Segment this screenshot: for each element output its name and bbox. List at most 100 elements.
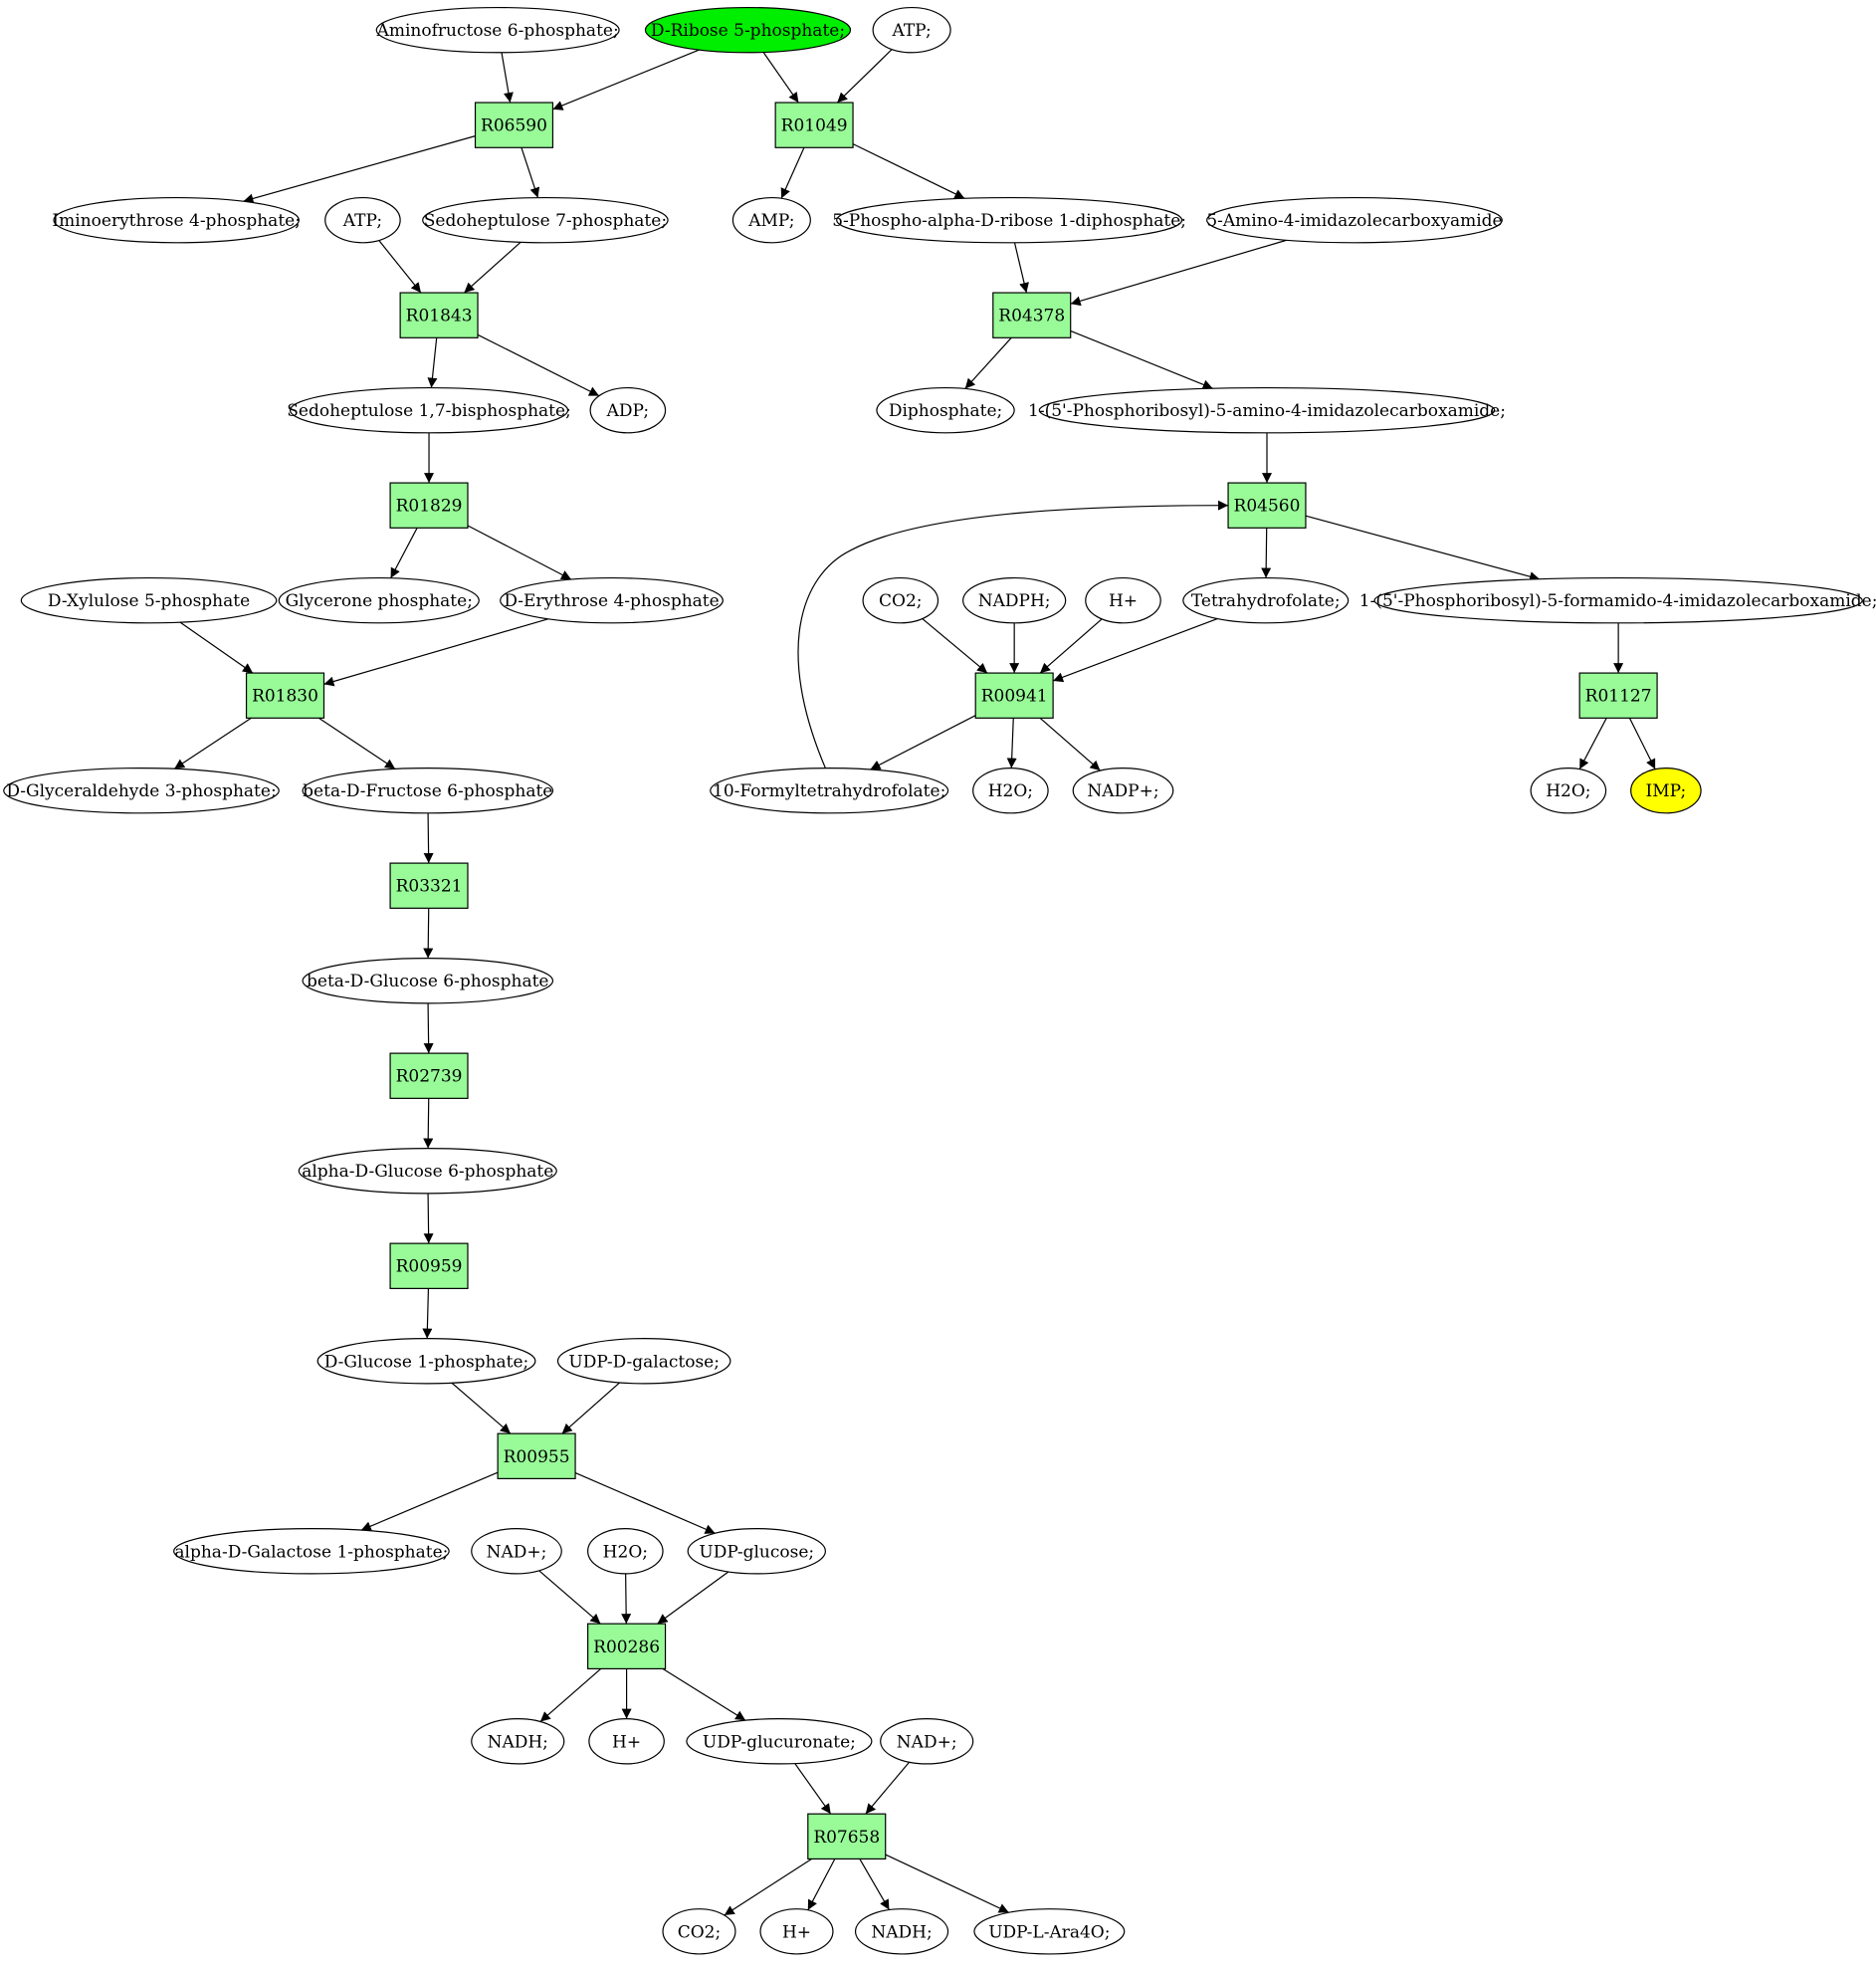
compound-node-amp[interactable]: AMP; bbox=[731, 196, 811, 244]
compound-node-aglc6p[interactable]: alpha-D-Glucose 6-phosphate bbox=[298, 1148, 557, 1195]
compound-node-udpgal[interactable]: UDP-D-galactose; bbox=[556, 1338, 731, 1385]
compound-node-adp[interactable]: ADP; bbox=[589, 386, 667, 434]
compound-ellipse bbox=[687, 1528, 826, 1575]
compound-node-h2o2[interactable]: H2O; bbox=[1530, 766, 1607, 814]
edge-r01830-to-g3p bbox=[173, 717, 252, 769]
compound-label: alpha-D-Galactose 1-phosphate; bbox=[174, 1542, 448, 1562]
compound-label: NADH; bbox=[488, 1732, 548, 1752]
edge-xylulose5p-to-r01830 bbox=[179, 621, 254, 674]
reaction-node-r02739[interactable]: R02739 bbox=[389, 1052, 469, 1099]
compound-node-udpglc[interactable]: UDP-glucose; bbox=[687, 1528, 826, 1575]
edge-r01127-to-h2o2 bbox=[1578, 718, 1607, 769]
compound-node-hplus1[interactable]: H+ bbox=[1085, 576, 1161, 624]
compound-node-hplus3[interactable]: H+ bbox=[759, 1908, 834, 1955]
compound-node-udpara4o[interactable]: UDP-L-Ara4O; bbox=[973, 1908, 1126, 1955]
compound-node-h2o3[interactable]: H2O; bbox=[587, 1528, 664, 1575]
compound-node-xylulose5p[interactable]: D-Xylulose 5-phosphate bbox=[20, 576, 278, 624]
reaction-node-r03321[interactable]: R03321 bbox=[389, 862, 469, 909]
compound-ellipse bbox=[1182, 576, 1350, 624]
compound-node-iminoerythrose[interactable]: Iminoerythrose 4-phosphate; bbox=[52, 196, 301, 244]
compound-node-aica[interactable]: 5-Amino-4-imidazolecarboxyamide bbox=[1206, 196, 1503, 244]
compound-ellipse bbox=[1373, 576, 1863, 624]
compound-node-co2b[interactable]: CO2; bbox=[662, 1908, 736, 1955]
compound-node-sedo7p[interactable]: Sedoheptulose 7-phosphate; bbox=[422, 196, 669, 244]
compound-node-erythrose4p[interactable]: D-Erythrose 4-phosphate bbox=[500, 576, 724, 624]
compound-label: UDP-glucose; bbox=[699, 1542, 814, 1562]
edge-r04560-to-thf bbox=[1261, 528, 1272, 578]
compound-node-diphosphate[interactable]: Diphosphate; bbox=[876, 386, 1015, 434]
reaction-node-r07658[interactable]: R07658 bbox=[807, 1813, 887, 1861]
compound-ellipse bbox=[500, 576, 724, 624]
compound-node-glyceronep[interactable]: Glycerone phosphate; bbox=[278, 576, 480, 624]
edge-r06590-to-iminoerythrose bbox=[243, 135, 476, 204]
compound-label: UDP-glucuronate; bbox=[703, 1732, 856, 1752]
reaction-node-r01843[interactable]: R01843 bbox=[399, 292, 479, 338]
compound-label: Tetrahydrofolate; bbox=[1191, 591, 1341, 611]
compound-ellipse bbox=[302, 958, 554, 1004]
compound-node-thf[interactable]: Tetrahydrofolate; bbox=[1182, 576, 1350, 624]
compound-label: CO2; bbox=[879, 591, 923, 611]
compound-node-udpglcua[interactable]: UDP-glucuronate; bbox=[686, 1718, 873, 1765]
reaction-node-r06590[interactable]: R06590 bbox=[474, 102, 554, 148]
compound-node-nadph[interactable]: NADPH; bbox=[962, 576, 1067, 624]
compound-ellipse bbox=[854, 1908, 949, 1955]
reaction-node-r04560[interactable]: R04560 bbox=[1227, 482, 1307, 529]
compound-node-nadh1[interactable]: NADH; bbox=[471, 1718, 565, 1765]
reaction-node-r00955[interactable]: R00955 bbox=[497, 1432, 576, 1479]
compound-node-nad2[interactable]: NAD+; bbox=[880, 1718, 974, 1765]
compound-node-sedo17bp[interactable]: Sedoheptulose 1,7-bisphosphate; bbox=[287, 386, 571, 434]
edge-atp1-to-r01049 bbox=[836, 49, 893, 104]
compound-node-nadp[interactable]: NADP+; bbox=[1072, 766, 1174, 814]
compound-node-prpp[interactable]: 5-Phospho-alpha-D-ribose 1-diphosphate; bbox=[832, 196, 1186, 244]
compound-node-nad1[interactable]: NAD+; bbox=[471, 1528, 562, 1575]
edge-r07658-to-udpara4o bbox=[885, 1854, 1009, 1913]
compound-node-co2a[interactable]: CO2; bbox=[862, 576, 939, 624]
edge-r01049-to-prpp bbox=[852, 143, 965, 199]
compound-node-bfru6p[interactable]: beta-D-Fructose 6-phosphate bbox=[302, 766, 554, 814]
compound-node-atp2[interactable]: ATP; bbox=[324, 196, 401, 244]
edge-atp2-to-r01843 bbox=[378, 240, 422, 294]
compound-ellipse bbox=[471, 1528, 562, 1575]
compound-node-formylthf[interactable]: 10-Formyltetrahydrofolate; bbox=[710, 766, 949, 814]
compound-node-faicar[interactable]: 1-(5'-Phosphoribosyl)-5-formamido-4-imid… bbox=[1359, 576, 1876, 624]
compound-label: 1-(5'-Phosphoribosyl)-5-amino-4-imidazol… bbox=[1028, 401, 1506, 421]
edge-r01843-to-sedo17bp bbox=[427, 337, 438, 388]
compound-label: 5-Phospho-alpha-D-ribose 1-diphosphate; bbox=[832, 211, 1186, 231]
compound-label: Glycerone phosphate; bbox=[286, 591, 473, 611]
compound-label: AMP; bbox=[747, 211, 794, 231]
compound-ellipse bbox=[589, 386, 667, 434]
reaction-node-r00959[interactable]: R00959 bbox=[389, 1242, 469, 1289]
compound-node-bglc6p[interactable]: beta-D-Glucose 6-phosphate bbox=[302, 958, 554, 1004]
reaction-box bbox=[389, 862, 469, 909]
edge-r00286-to-udpglcua bbox=[662, 1667, 746, 1721]
compound-node-g3p[interactable]: D-Glyceraldehyde 3-phosphate; bbox=[3, 766, 280, 814]
compound-node-hplus2[interactable]: H+ bbox=[588, 1718, 665, 1765]
compound-node-glc1p[interactable]: D-Glucose 1-phosphate; bbox=[316, 1338, 536, 1385]
reaction-node-r01829[interactable]: R01829 bbox=[389, 482, 469, 529]
compound-ellipse bbox=[1630, 766, 1702, 814]
compound-label: UDP-D-galactose; bbox=[568, 1352, 720, 1372]
reaction-node-r04378[interactable]: R04378 bbox=[992, 292, 1072, 338]
compound-node-gal1p[interactable]: alpha-D-Galactose 1-phosphate; bbox=[173, 1528, 450, 1575]
compound-node-nadh2[interactable]: NADH; bbox=[854, 1908, 949, 1955]
compound-node-h2o1[interactable]: H2O; bbox=[972, 766, 1049, 814]
reaction-label: R00959 bbox=[396, 1257, 463, 1277]
compound-node-aminofructose[interactable]: Aminofructose 6-phosphate; bbox=[376, 6, 620, 54]
edge-udpgal-to-r00955 bbox=[561, 1382, 621, 1434]
reaction-node-r01127[interactable]: R01127 bbox=[1578, 672, 1658, 719]
edge-r07658-to-hplus3 bbox=[807, 1859, 836, 1911]
reaction-node-r00286[interactable]: R00286 bbox=[587, 1623, 667, 1669]
compound-node-aicar[interactable]: 1-(5'-Phosphoribosyl)-5-amino-4-imidazol… bbox=[1028, 386, 1506, 434]
reaction-box bbox=[474, 102, 554, 148]
reaction-node-r00941[interactable]: R00941 bbox=[974, 672, 1054, 719]
reaction-node-r01830[interactable]: R01830 bbox=[245, 672, 325, 719]
compound-label: D-Glyceraldehyde 3-phosphate; bbox=[6, 781, 276, 801]
reaction-node-r01049[interactable]: R01049 bbox=[774, 102, 854, 148]
compound-node-atp1[interactable]: ATP; bbox=[872, 6, 951, 54]
compound-ellipse bbox=[173, 1528, 450, 1575]
compound-node-ribose5p[interactable]: D-Ribose 5-phosphate; bbox=[644, 6, 852, 54]
compound-ellipse bbox=[876, 386, 1015, 434]
compound-label: H+ bbox=[782, 1922, 811, 1942]
compound-node-imp[interactable]: IMP; bbox=[1630, 766, 1702, 814]
